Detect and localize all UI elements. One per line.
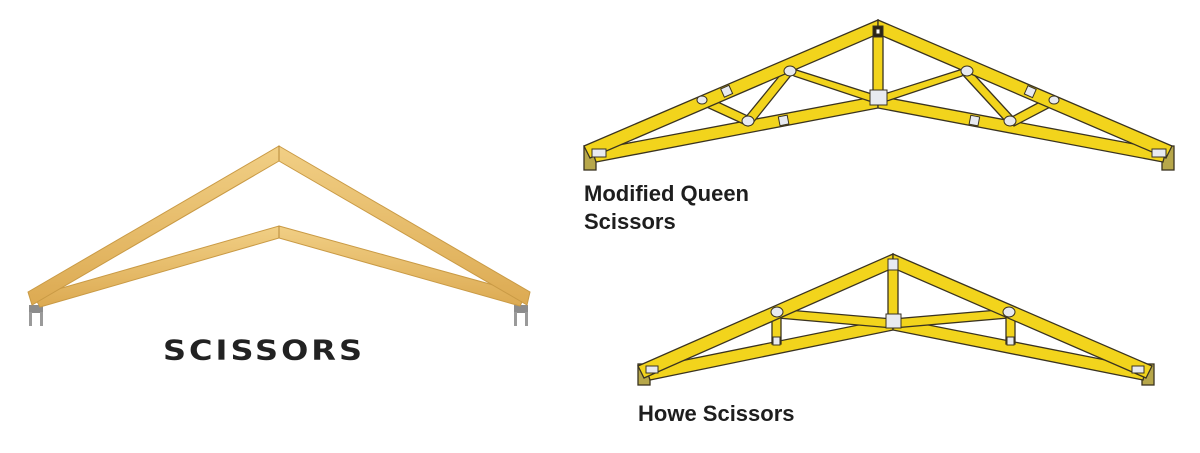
right-top-chord: [278, 145, 531, 306]
scissors-label: SCISSORS: [163, 334, 365, 367]
howe-scissors-truss: [637, 253, 1155, 386]
right-support-icon: [514, 305, 528, 326]
modified-queen-scissors-label: Modified Queen Scissors: [584, 180, 749, 236]
howe-scissors-label: Howe Scissors: [638, 401, 795, 426]
right-bottom-chord: [278, 225, 527, 307]
left-support-icon: [29, 305, 43, 326]
left-top-chord: [27, 145, 280, 306]
label-line-2: Scissors: [584, 209, 676, 234]
modified-queen-scissors-truss: [583, 19, 1175, 171]
label-line-1: Modified Queen: [584, 181, 749, 206]
left-bottom-chord: [33, 225, 280, 308]
scissors-truss: [27, 145, 531, 326]
